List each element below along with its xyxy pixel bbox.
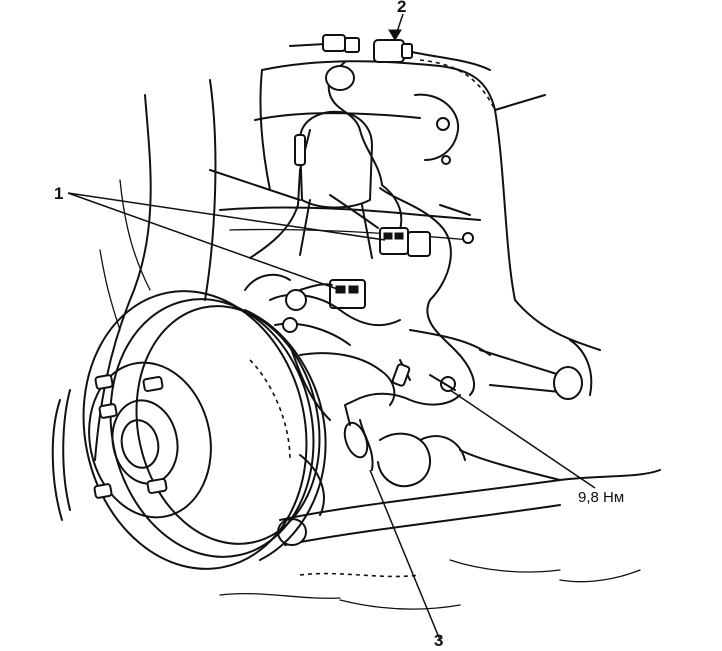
underbody-detail [219, 559, 641, 610]
wheel-speed-sensor [343, 359, 461, 471]
brake-disc [82, 290, 327, 570]
callout-leaders [67, 13, 596, 641]
torque-spec-label: 9,8 Нм [578, 489, 624, 506]
sensor-harness [249, 34, 496, 396]
sensor-connector-upper [379, 227, 431, 257]
wheel-studs [93, 374, 168, 499]
callout-label-2: 2 [397, 0, 406, 16]
steering-knuckle [244, 273, 593, 421]
wheel-hub [51, 361, 212, 521]
callout-label-1: 1 [54, 184, 63, 203]
callout-label-3: 3 [434, 631, 443, 650]
strut-assembly [219, 93, 481, 259]
sensor-connector-lower [299, 279, 366, 309]
vehicle-body-outline [94, 60, 601, 461]
